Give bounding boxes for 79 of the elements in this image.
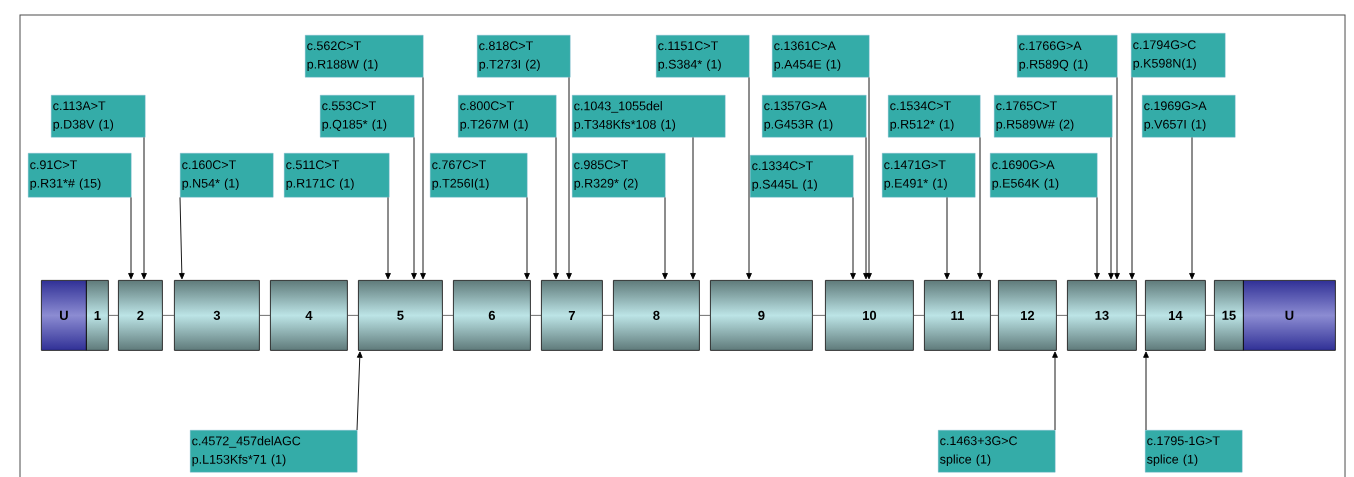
mutation-label-box: c.1765C>T p.R589W# (2) [994,95,1113,138]
mutation-label-box: c.1534C>T p.R512* (1) [888,95,981,138]
intron-line [442,315,454,316]
mutation-label-box: c.1334C>T p.S445L (1) [750,155,854,198]
arrow [1129,76,1135,280]
arrow [690,136,696,280]
exon-box: 4 [270,280,348,351]
exon-box: 6 [453,280,531,351]
exon-box: 2 [118,280,163,351]
arrow [141,136,147,280]
mutation-label-box: c.511C>T p.R171C (1) [284,153,390,198]
arrow [1108,136,1114,280]
mutation-label-box: c.1969G>A p.V657I (1) [1142,95,1236,138]
intron-line [812,315,826,316]
mutation-label-box: c.1357G>A p.G453R (1) [762,95,867,138]
arrow [863,136,869,280]
arrow [524,196,530,280]
intron-line [1136,315,1146,316]
exon-box: 14 [1145,280,1206,351]
mutation-label-box: c.1463+3G>C splice (1) [938,430,1056,473]
mutation-label-box: c.1766G>A p.R589Q (1) [1017,35,1118,78]
exon-box: 11 [924,280,991,351]
mutation-label-box: c.91C>T p.R31*# (15) [28,153,132,198]
exon-box: 3 [174,280,260,351]
mutation-label-box: c.4572_457delAGC p.L153Kfs*71 (1) [190,430,358,473]
arrow [1094,196,1100,280]
mutation-label-box: c.1795-1G>T splice (1) [1145,430,1243,473]
mutation-label-box: c.800C>T p.T267M (1) [458,95,557,138]
mutation-label-box: c.1043_1055del p.T348Kfs*108 (1) [572,95,726,138]
arrow [385,196,391,280]
arrow [566,76,572,280]
exon-box: 12 [998,280,1057,351]
arrow [553,136,559,280]
arrow [1052,351,1058,431]
arrow [420,76,426,280]
arrow [944,196,950,280]
exon-box: 9 [710,280,813,351]
arrow [1114,76,1120,280]
arrow [411,136,417,280]
arrow [356,351,363,431]
intron-line [1056,315,1068,316]
intron-line [602,315,614,316]
arrow [977,136,983,280]
exon-box: 7 [541,280,603,351]
mutation-label-box: c.767C>T p.T256I(1) [430,153,528,198]
exon-box: 1 [86,280,109,351]
mutation-label-box: c.1471G>T p.E491* (1) [882,153,976,198]
arrow [662,196,668,280]
arrow [850,196,856,280]
intron-line [347,315,359,316]
intron-line [699,315,711,316]
intron-line [259,315,271,316]
arrow [1143,351,1149,431]
exon-box: 5 [358,280,443,351]
intron-line [108,315,119,316]
intron-line [162,315,175,316]
intron-line [530,315,542,316]
exon-box: 15 [1214,280,1244,351]
mutation-label-box: c.985C>T p.R329* (2) [572,153,666,198]
intron-line [913,315,925,316]
arrow [178,196,185,280]
mutation-label-box: c.562C>T p.R188W (1) [305,35,424,78]
exon-box: 13 [1067,280,1137,351]
mutation-label-box: c.1361C>A p.A454E (1) [772,35,870,78]
mutation-label-box: c.1794G>C p.K598N(1) [1131,33,1226,78]
mutation-label-box: c.553C>T p.Q185* (1) [320,95,415,138]
mutation-label-box: c.1151C>T p.S384* (1) [656,35,750,78]
arrow [746,76,752,280]
intron-line [1205,315,1215,316]
exon-box: 10 [825,280,914,351]
exon-box: 8 [613,280,700,351]
arrow [1189,136,1195,280]
arrow [866,76,872,280]
mutation-label-box: c.818C>T p.T273I (2) [477,35,571,78]
mutation-label-box: c.1690G>A p.E564K (1) [990,153,1098,198]
arrow [128,196,134,280]
mutation-label-box: c.160C>T p.N54* (1) [180,153,274,198]
mutation-label-box: c.113A>T p.D38V (1) [51,95,146,138]
intron-line [990,315,999,316]
